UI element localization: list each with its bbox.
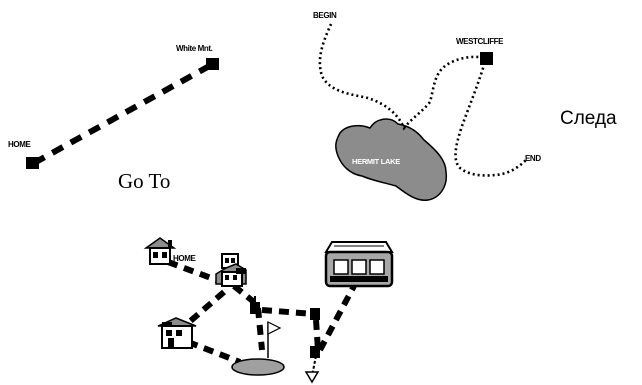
lake-label: HERMIT LAKE bbox=[352, 157, 400, 166]
follow-panel: HERMIT LAKE BEGIN WESTCLIFFE END Следа bbox=[313, 11, 617, 201]
route-waypoint-marker bbox=[310, 308, 320, 320]
arrow-down-icon bbox=[304, 355, 320, 384]
goto-destination-marker bbox=[206, 58, 219, 70]
route-waypoint-marker bbox=[310, 346, 320, 358]
track-end-label: END bbox=[525, 154, 541, 163]
pond-shape bbox=[231, 358, 285, 376]
goto-home-marker bbox=[26, 157, 39, 169]
waypoint-marker bbox=[480, 52, 493, 65]
goto-panel: HOME White Mnt. Go To bbox=[8, 44, 219, 193]
lake-shape bbox=[335, 118, 448, 201]
destination-building-icon bbox=[324, 241, 394, 288]
track-waypoint-label: WESTCLIFFE bbox=[456, 37, 504, 46]
route-lines bbox=[166, 259, 357, 365]
house-cluster-icon bbox=[215, 253, 247, 287]
goto-title: Go To bbox=[118, 169, 170, 193]
goto-home-label: HOME bbox=[8, 140, 31, 149]
home-house-icon bbox=[143, 237, 177, 265]
left-house-icon bbox=[157, 317, 197, 349]
route-panel: HOME bbox=[143, 237, 394, 384]
route-home-label: HOME bbox=[173, 254, 196, 263]
flag-icon bbox=[267, 321, 282, 358]
goto-destination-label: White Mnt. bbox=[176, 44, 213, 53]
track-begin-label: BEGIN bbox=[313, 11, 337, 20]
goto-route-line bbox=[32, 61, 215, 166]
follow-title: Следа bbox=[560, 108, 617, 129]
route-waypoint-marker bbox=[250, 296, 260, 314]
track-line bbox=[318, 23, 527, 177]
